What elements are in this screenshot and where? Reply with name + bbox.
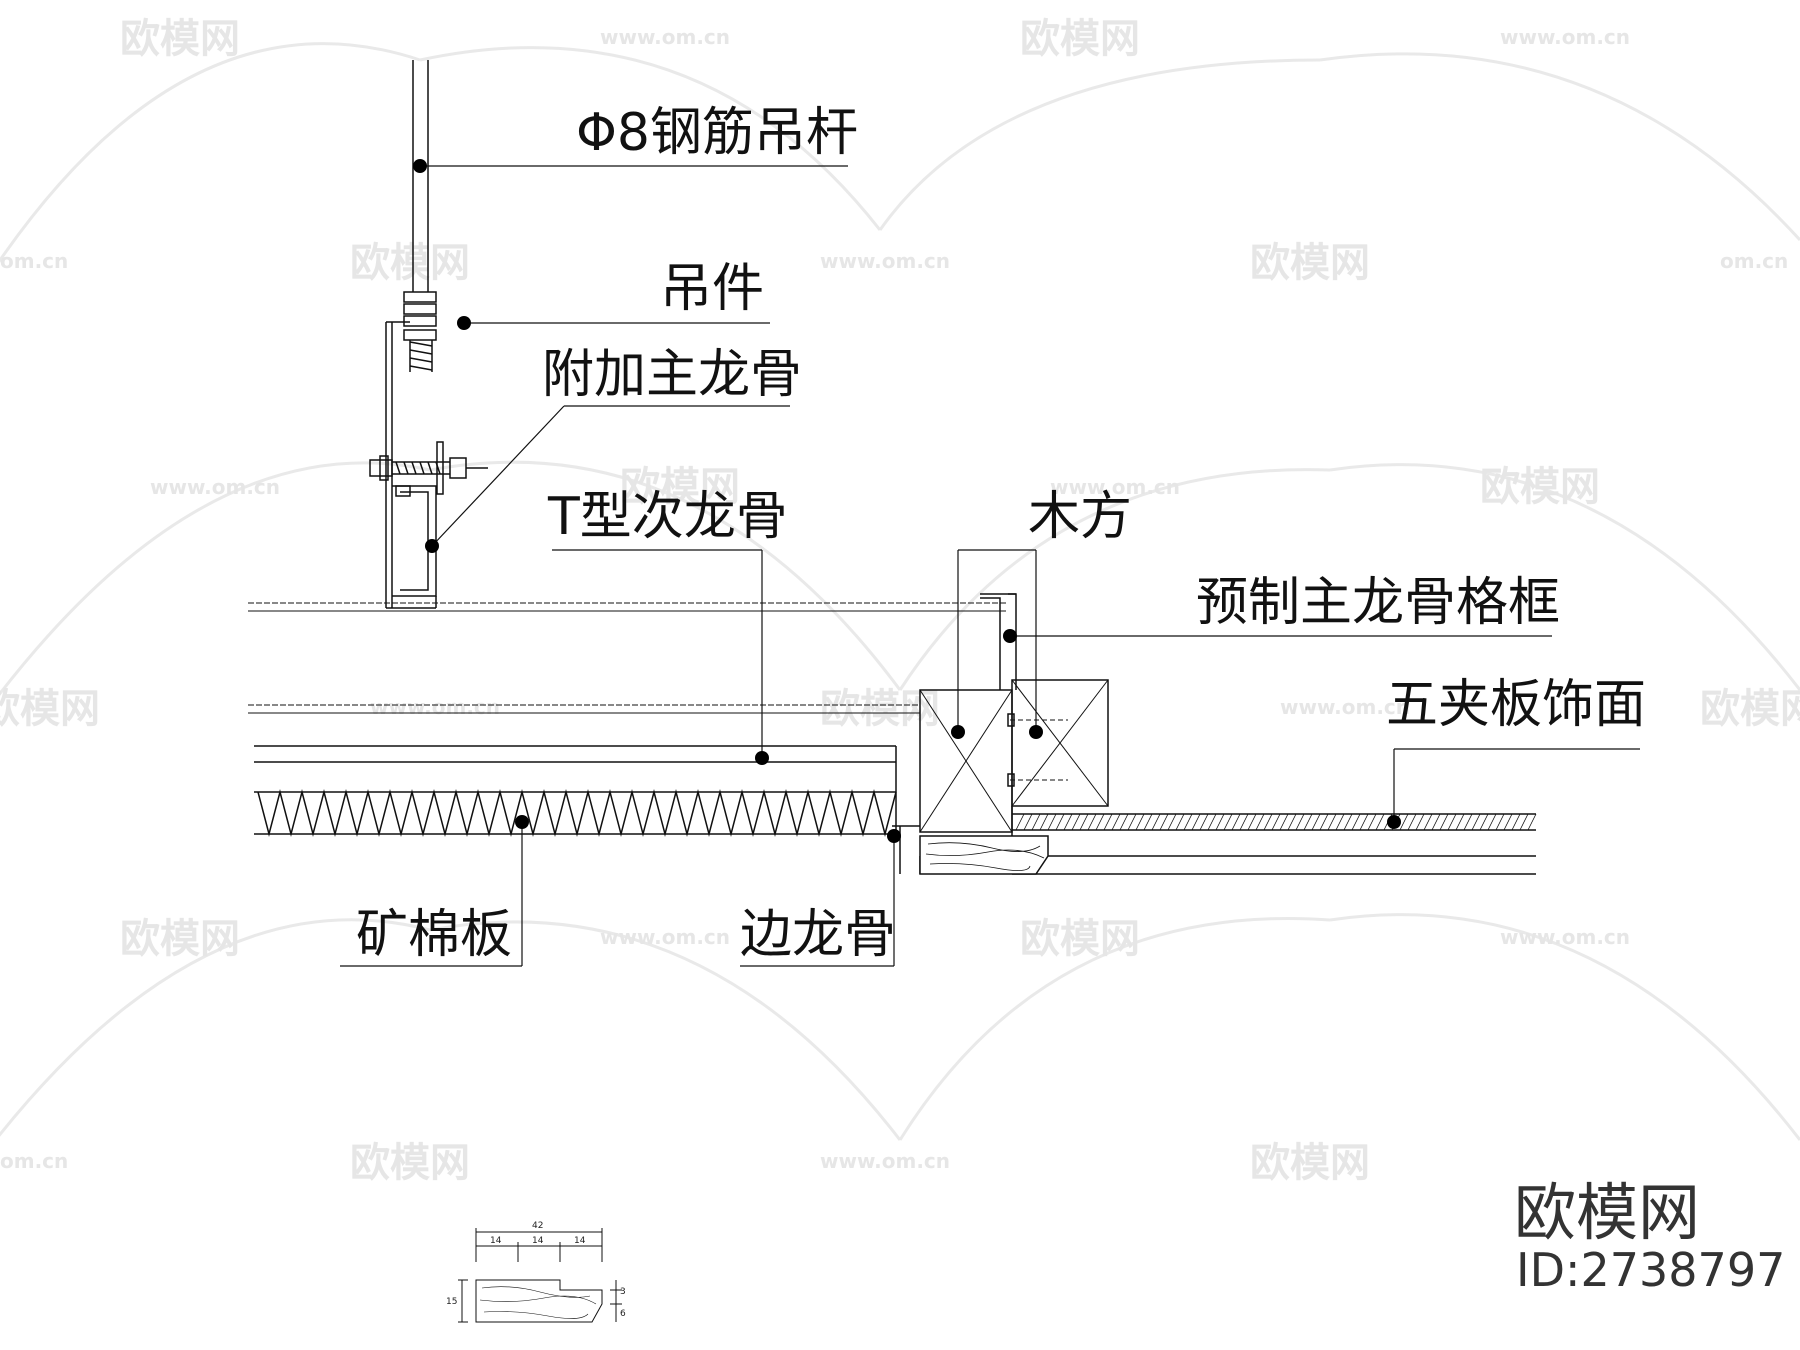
- label-t-sub-keel: T型次龙骨: [547, 487, 788, 547]
- label-prefab-frame: 预制主龙骨格框: [1196, 573, 1560, 633]
- leader-dots: [413, 159, 1401, 843]
- watermark-url: www.om.cn: [370, 695, 500, 719]
- watermark-url: www.om.cn: [150, 475, 280, 499]
- leader-dot-edge-keel: [887, 829, 901, 843]
- watermark-logo: 欧模网: [1020, 16, 1140, 62]
- watermark-arc: [898, 468, 1331, 691]
- wood-batten-frame: [919, 593, 1109, 833]
- watermark-logo: 欧模网: [1250, 240, 1370, 286]
- brand-block: 欧模网 ID:2738797: [1514, 1176, 1785, 1297]
- drawing-geometry: [248, 60, 1640, 967]
- brand-logo-text: 欧模网: [1514, 1176, 1700, 1249]
- watermark-arc: [1329, 463, 1800, 691]
- watermark-url: www.om.cn: [820, 249, 950, 273]
- watermark-arc: [1319, 52, 1800, 242]
- watermark-url: www.om.cn: [1050, 475, 1180, 499]
- plywood-finish-panel: [919, 806, 1537, 875]
- watermark-arc: [878, 58, 1321, 231]
- watermark-logo: 欧模网: [620, 464, 740, 510]
- dim-segment-3: 14: [574, 1236, 586, 1246]
- watermark-arc: [1329, 913, 1800, 1141]
- leader-dot-wood-batten-right: [1029, 725, 1043, 739]
- leader-dot-hanger: [457, 316, 471, 330]
- label-hanger: 吊件: [660, 259, 764, 319]
- watermark-logo: 欧模网: [120, 16, 240, 62]
- steel-rod: [412, 60, 429, 292]
- watermark-arc: [429, 460, 902, 691]
- mineral-board: [254, 789, 897, 837]
- dim-height: 15: [446, 1297, 457, 1307]
- watermark-url: www.om.cn: [820, 1149, 950, 1173]
- watermark-logo: 欧模网: [120, 916, 240, 962]
- leader-dot-wood-batten-left: [951, 725, 965, 739]
- cross-bolt: [369, 441, 488, 495]
- dim-segment-1: 14: [490, 1236, 502, 1246]
- brand-id-text: ID:2738797: [1516, 1243, 1785, 1297]
- label-steel-rod: Φ8钢筋吊杆: [576, 103, 858, 163]
- watermark-url: www.om.cn: [1280, 695, 1410, 719]
- leader-dot-extra-main-keel: [425, 539, 439, 553]
- label-extra-main-keel: 附加主龙骨: [542, 345, 802, 405]
- watermark-arc: [419, 46, 882, 231]
- watermark-url: om.cn: [0, 1149, 68, 1173]
- watermark-logo: 欧模网: [1020, 916, 1140, 962]
- watermark-arc: [0, 461, 431, 696]
- callout-labels: Φ8钢筋吊杆 吊件 附加主龙骨 T型次龙骨 木方 预制主龙骨格框 五夹板饰面 矿…: [356, 103, 1646, 965]
- watermark-logo: 欧模网: [0, 686, 100, 732]
- dim-total-width: 42: [532, 1221, 543, 1231]
- watermark-url: www.om.cn: [1500, 25, 1630, 49]
- watermark-url: www.om.cn: [600, 925, 730, 949]
- ceiling-lines: [248, 602, 1006, 832]
- watermark-layer: [0, 42, 1800, 1141]
- rod-nuts: [403, 291, 437, 372]
- watermark-arc: [0, 918, 431, 1137]
- watermark-url: www.om.cn: [1500, 925, 1630, 949]
- leader-dot-plywood: [1387, 815, 1401, 829]
- watermark-arc: [429, 920, 902, 1141]
- label-edge-keel: 边龙骨: [740, 905, 896, 965]
- watermark-arc: [898, 916, 1331, 1141]
- leader-lines: [340, 165, 1640, 967]
- watermark-url: om.cn: [0, 249, 68, 273]
- watermark-logo: 欧模网: [350, 1140, 470, 1186]
- watermark-url: om.cn: [1720, 249, 1788, 273]
- watermark-text-layer: 欧模网 www.om.cn 欧模网 www.om.cn om.cn 欧模网 ww…: [0, 16, 1800, 1186]
- watermark-url: www.om.cn: [600, 25, 730, 49]
- label-plywood-finish: 五夹板饰面: [1386, 675, 1646, 735]
- wood-trim: [919, 835, 1049, 875]
- leader-dot-rod: [413, 159, 427, 173]
- trim-profile-detail: 42 14 14 14 15 3 6: [446, 1221, 626, 1323]
- watermark-logo: 欧模网: [1480, 464, 1600, 510]
- watermark-arc: [0, 42, 421, 263]
- watermark-logo: 欧模网: [350, 240, 470, 286]
- watermark-logo: 欧模网: [1700, 686, 1800, 732]
- label-wood-batten: 木方: [1028, 487, 1132, 547]
- leader-dot-t-sub-keel: [755, 751, 769, 765]
- watermark-logo: 欧模网: [1250, 1140, 1370, 1186]
- leader-dot-mineral-board: [515, 815, 529, 829]
- label-mineral-board: 矿棉板: [356, 905, 512, 965]
- dim-segment-2: 14: [532, 1236, 544, 1246]
- leader-dot-prefab-frame: [1003, 629, 1017, 643]
- dim-right-bottom: 6: [620, 1309, 626, 1319]
- dim-right-top: 3: [620, 1287, 626, 1297]
